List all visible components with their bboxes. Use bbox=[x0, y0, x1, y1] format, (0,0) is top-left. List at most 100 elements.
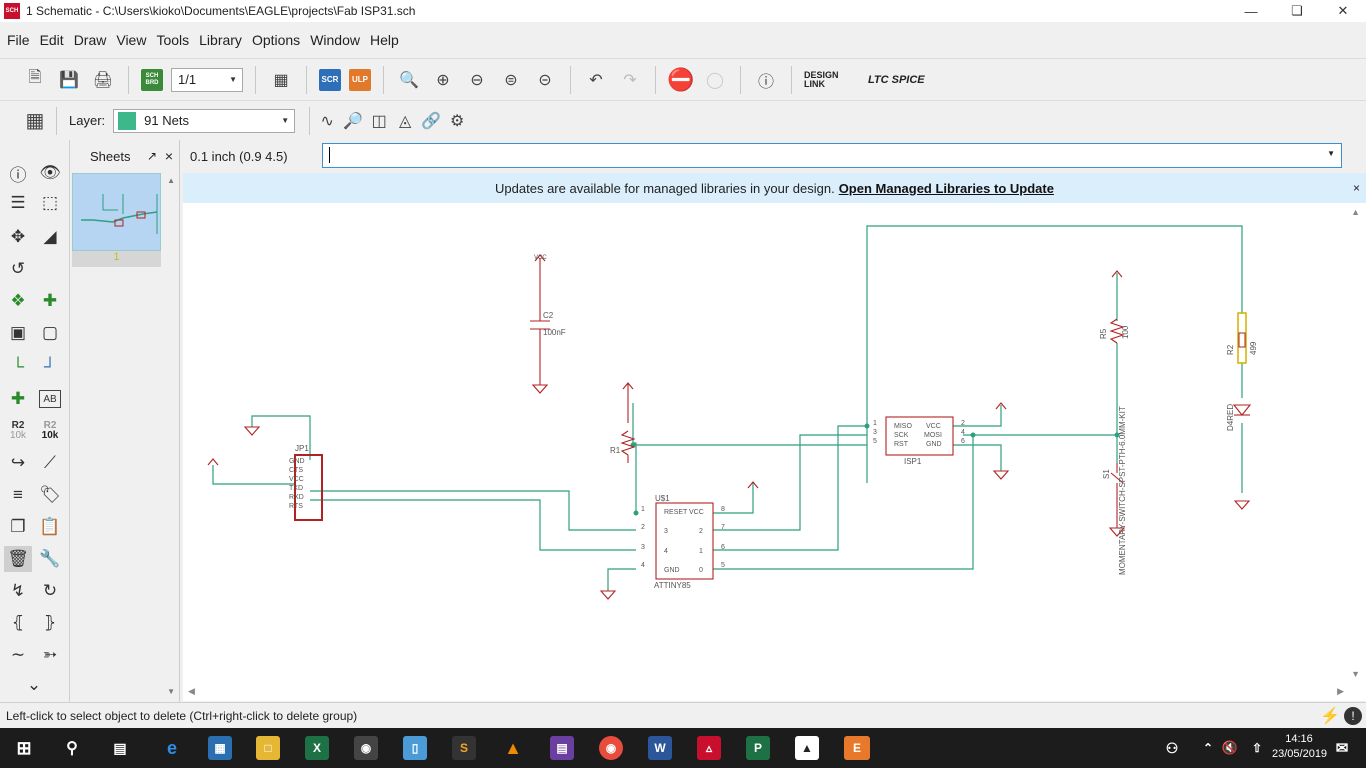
tag-icon[interactable]: 🏷 bbox=[39, 485, 61, 504]
sheet-thumbnail[interactable] bbox=[72, 173, 161, 251]
go-icon[interactable]: ◯ bbox=[706, 71, 724, 89]
smash-icon[interactable]: ⦄ bbox=[43, 613, 57, 632]
info-icon[interactable]: ⓘ bbox=[9, 165, 27, 185]
script-button[interactable]: SCR bbox=[319, 68, 341, 91]
stop-icon[interactable]: ⛔ bbox=[667, 66, 695, 92]
redo-icon[interactable]: ↷ bbox=[623, 71, 637, 89]
print-icon[interactable]: 🖨 bbox=[92, 71, 114, 89]
word-icon[interactable]: W bbox=[648, 736, 672, 760]
rotate-icon[interactable]: ↺ bbox=[10, 259, 26, 278]
vlc-icon[interactable]: ▲ bbox=[504, 737, 522, 758]
new-file-icon[interactable]: 🗎 bbox=[28, 69, 42, 86]
current-probe-icon[interactable]: ◬ bbox=[398, 112, 412, 130]
ltspice-button[interactable]: LTC SPICE bbox=[868, 74, 938, 86]
zoom-previous-icon[interactable]: ⊜ bbox=[504, 71, 518, 89]
menu-options[interactable]: Options bbox=[251, 32, 301, 48]
command-line-input[interactable]: ▼ bbox=[322, 143, 1342, 168]
sch-brd-switch-button[interactable]: SCH BRD bbox=[141, 68, 163, 91]
pinswap-icon[interactable]: ▢ bbox=[41, 323, 59, 342]
scroll-up-icon[interactable]: ▲ bbox=[167, 176, 175, 185]
close-icon[interactable]: × bbox=[164, 148, 173, 164]
line-icon[interactable]: ⟋ bbox=[44, 453, 56, 472]
menu-window[interactable]: Window bbox=[310, 32, 360, 48]
photos-icon[interactable]: ▲ bbox=[795, 736, 819, 760]
split-icon[interactable]: ↯ bbox=[10, 581, 26, 600]
tray-expand-icon[interactable]: ⌃ bbox=[1202, 741, 1214, 755]
chevron-down-icon[interactable]: ▼ bbox=[1327, 149, 1335, 158]
text-tool-icon[interactable]: AB bbox=[39, 390, 61, 408]
optimize-icon[interactable]: ↻ bbox=[42, 581, 58, 600]
zoom-select-icon[interactable]: ⊝ bbox=[538, 71, 552, 89]
undock-icon[interactable]: ↗ bbox=[146, 149, 157, 163]
junction-icon[interactable]: ✚ bbox=[10, 389, 26, 408]
volume-muted-icon[interactable]: 🔇 bbox=[1221, 740, 1239, 755]
scroll-down-icon[interactable]: ▼ bbox=[1351, 669, 1360, 679]
open-managed-libraries-link[interactable]: Open Managed Libraries to Update bbox=[838, 180, 1054, 196]
scroll-up-icon[interactable]: ▲ bbox=[1351, 207, 1360, 217]
menu-library[interactable]: Library bbox=[199, 32, 242, 48]
store-icon[interactable]: ▦ bbox=[208, 736, 232, 760]
design-link-button[interactable]: DESIGN LINK bbox=[804, 70, 860, 89]
eagle-taskbar-icon[interactable]: E bbox=[844, 736, 870, 760]
menu-view[interactable]: View bbox=[116, 32, 147, 48]
add-gate-icon[interactable]: ✚ bbox=[42, 291, 58, 310]
settings-gear-icon[interactable]: ⚙ bbox=[449, 112, 465, 130]
close-icon[interactable]: × bbox=[1352, 181, 1360, 195]
undo-icon[interactable]: ↶ bbox=[589, 71, 603, 89]
copy-icon[interactable]: ❐ bbox=[10, 517, 26, 536]
schematic-canvas[interactable]: Updates are available for managed librar… bbox=[183, 173, 1366, 701]
add-link-icon[interactable]: 🔗 bbox=[421, 112, 442, 130]
notifications-icon[interactable]: ✉ bbox=[1335, 740, 1349, 757]
zoom-fit-icon[interactable]: 🔍 bbox=[399, 71, 419, 89]
layers-icon[interactable]: ☰ bbox=[10, 193, 26, 212]
lightning-icon[interactable]: ⚡ bbox=[1320, 707, 1340, 725]
language-icon[interactable]: ⇧ bbox=[1251, 741, 1263, 755]
layer-select[interactable]: 91 Nets ▼ bbox=[113, 108, 296, 133]
attribute-icon[interactable]: ≡ bbox=[13, 485, 23, 504]
simulate-waveform-icon[interactable]: ∿ bbox=[320, 112, 334, 130]
alert-icon[interactable]: ! bbox=[1344, 706, 1362, 725]
sublime-icon[interactable]: S bbox=[452, 736, 476, 760]
excel-icon[interactable]: X bbox=[305, 736, 329, 760]
paste-icon[interactable]: 📋 bbox=[39, 517, 61, 536]
cam-processor-icon[interactable]: ▦ bbox=[273, 71, 289, 89]
menu-help[interactable]: Help bbox=[369, 32, 399, 48]
save-icon[interactable]: 💾 bbox=[59, 71, 79, 89]
label-icon[interactable]: ↪ bbox=[10, 453, 26, 472]
replace-icon[interactable]: ▣ bbox=[9, 323, 27, 342]
menu-draw[interactable]: Draw bbox=[73, 32, 107, 48]
file-explorer-icon[interactable]: □ bbox=[256, 736, 280, 760]
gateswap-icon[interactable]: ➳ bbox=[42, 645, 58, 664]
acrobat-icon[interactable]: ▵ bbox=[697, 736, 721, 760]
menu-edit[interactable]: Edit bbox=[39, 32, 64, 48]
miter-icon[interactable]: ⦃ bbox=[11, 613, 25, 632]
paint-icon[interactable]: ◉ bbox=[354, 736, 378, 760]
search-icon[interactable]: ⚲ bbox=[66, 740, 78, 757]
net-icon[interactable]: └ bbox=[11, 357, 25, 376]
task-view-icon[interactable]: ▤ bbox=[113, 739, 127, 756]
show-eye-icon[interactable]: 👁 bbox=[39, 163, 61, 182]
zoom-out-icon[interactable]: ⊖ bbox=[470, 71, 484, 89]
zoom-in-icon[interactable]: ⊕ bbox=[436, 71, 450, 89]
voltage-probe-icon[interactable]: ◫ bbox=[371, 112, 387, 130]
bus-icon[interactable]: ┘ bbox=[43, 357, 57, 376]
people-icon[interactable]: ⚇ bbox=[1165, 739, 1179, 756]
project-icon[interactable]: P bbox=[746, 736, 770, 760]
scroll-left-icon[interactable]: ◀ bbox=[188, 686, 195, 696]
delete-trash-icon[interactable]: 🗑 bbox=[4, 546, 32, 572]
menu-file[interactable]: File bbox=[7, 32, 30, 48]
group-select-icon[interactable]: ⬚ bbox=[41, 193, 59, 212]
wrench-icon[interactable]: 🔧 bbox=[39, 549, 61, 568]
help-icon[interactable]: ⓘ bbox=[757, 73, 774, 91]
grid-icon[interactable]: ▦ bbox=[25, 110, 45, 132]
edge-browser-icon[interactable]: e bbox=[166, 737, 177, 758]
ulp-button[interactable]: ULP bbox=[349, 68, 371, 91]
minimize-button[interactable]: — bbox=[1244, 3, 1258, 19]
restore-button[interactable]: ❏ bbox=[1291, 3, 1303, 18]
probe-icon[interactable]: 🔎 bbox=[343, 112, 364, 130]
close-button[interactable]: ✕ bbox=[1337, 3, 1349, 18]
winrar-icon[interactable]: ▤ bbox=[550, 736, 574, 760]
windows-start-icon[interactable]: ⊞ bbox=[16, 737, 32, 758]
